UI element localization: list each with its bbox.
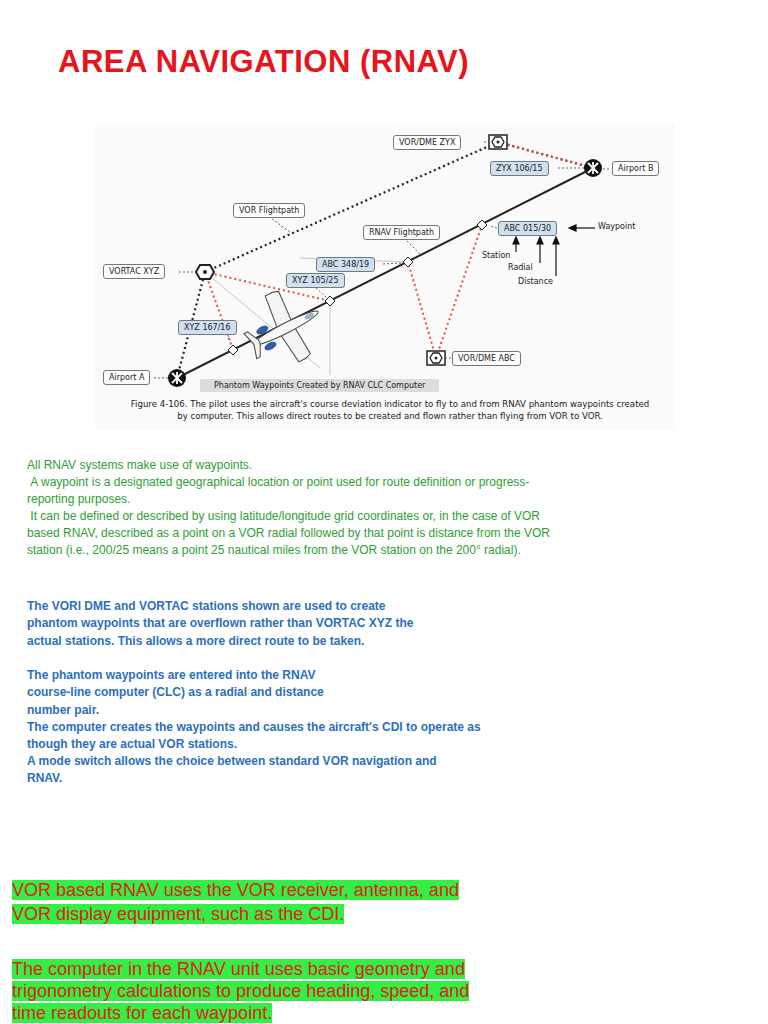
leader-lines [154, 142, 611, 378]
highlight-mark: VOR based RNAV uses the VOR receiver, an… [12, 880, 459, 924]
highlight-text: The computer in the RNAV unit uses basic… [12, 958, 482, 1024]
label-text: ZYX 106/15 [496, 164, 543, 173]
body-text: A mode switch allows the choice between … [27, 753, 447, 788]
pointer-label: Distance [518, 277, 553, 286]
waypoint-marks [228, 220, 487, 355]
airplane [233, 278, 334, 378]
airport-symbols [168, 159, 602, 387]
body-text: A waypoint is a designated geographical … [27, 474, 572, 508]
pointer-label: Radial [508, 263, 533, 272]
body-text: The computer creates the waypoints and c… [27, 719, 517, 754]
vor-symbols [196, 135, 507, 365]
waypoint-label: ABC 015/30 [498, 221, 557, 236]
label-text: RNAV Flightpath [369, 228, 434, 237]
figure-ground [95, 125, 675, 430]
body-text: The VORl DME and VORTAC stations shown a… [27, 598, 415, 650]
body-text: The phantom waypoints are entered into t… [27, 667, 362, 719]
pointer-label: Station [482, 251, 510, 260]
label-text: VOR/DME ZYX [399, 138, 455, 147]
figure-band: Phantom Waypoints Created by RNAV CLC Co… [200, 379, 439, 392]
label-text: VORTAC XYZ [109, 267, 159, 276]
waypoint-label: XYZ 167/16 [178, 320, 237, 335]
label-text: VOR/DME ABC [458, 354, 515, 363]
label-text: ABC 348/19 [322, 260, 369, 269]
label-text: Airport B [618, 164, 653, 173]
highlight-mark: The computer in the RNAV unit uses basic… [12, 959, 469, 1023]
station-label: VOR/DME ZYX [393, 135, 461, 150]
pointer-label: Waypoint [598, 222, 635, 231]
body-text: All RNAV systems make use of waypoints. [27, 457, 572, 474]
waypoint-label: ABC 348/19 [316, 257, 375, 272]
figure-caption: Figure 4-106. The pilot uses the aircraf… [126, 398, 654, 422]
airport-label: Airport B [612, 161, 659, 176]
body-text: It can be defined or described by using … [27, 508, 572, 559]
airport-label: Airport A [103, 370, 150, 385]
waypoint-label: ZYX 106/15 [490, 161, 549, 176]
label-text: XYZ 167/16 [184, 323, 231, 332]
label-text: XYZ 105/25 [292, 276, 339, 285]
station-label: VOR/DME ABC [452, 351, 521, 366]
radial-lines [205, 142, 593, 358]
waypoint-label: XYZ 105/25 [286, 273, 345, 288]
station-label: VORTAC XYZ [103, 264, 165, 279]
label-text: Phantom Waypoints Created by RNAV CLC Co… [214, 381, 425, 390]
label-text: ABC 015/30 [504, 224, 551, 233]
label-text: Airport A [109, 373, 144, 382]
highlight-text: VOR based RNAV uses the VOR receiver, an… [12, 878, 482, 926]
construction-lines [205, 258, 408, 375]
page-title: AREA NAVIGATION (RNAV) [58, 44, 469, 80]
path-label: RNAV Flightpath [363, 225, 440, 240]
path-label: VOR Flightpath [233, 203, 305, 218]
vor-flightpath [177, 142, 593, 378]
label-text: VOR Flightpath [239, 206, 299, 215]
rnav-flightpath [177, 168, 593, 378]
